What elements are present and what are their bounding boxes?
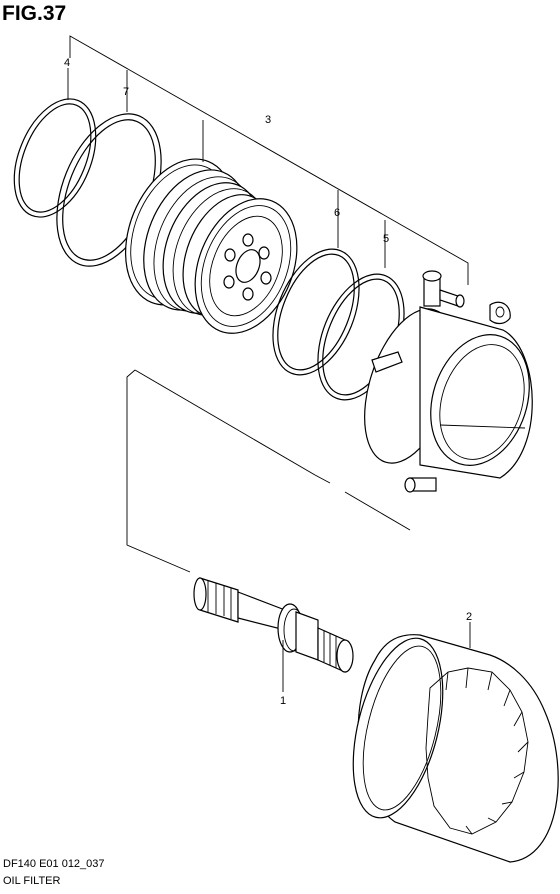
callout-1: 1 bbox=[280, 695, 286, 707]
part-1-union-bolt[interactable] bbox=[193, 577, 354, 673]
assembly-frame-upper bbox=[69, 35, 469, 285]
figure-name: OIL FILTER bbox=[3, 875, 61, 887]
callout-2: 2 bbox=[466, 611, 472, 623]
part-2-oil-filter[interactable] bbox=[337, 629, 559, 863]
assembly-frame-lower bbox=[126, 369, 526, 573]
part-4-o-ring[interactable] bbox=[0, 87, 112, 229]
callout-leaders bbox=[67, 68, 471, 692]
callout-3: 3 bbox=[265, 114, 271, 126]
callout-7: 7 bbox=[123, 86, 129, 98]
callout-4: 4 bbox=[64, 57, 70, 69]
callout-5: 5 bbox=[383, 233, 389, 245]
oil-filter-housing bbox=[364, 270, 533, 493]
part-6-o-ring[interactable] bbox=[256, 237, 376, 388]
part-3-oil-cooler[interactable] bbox=[105, 143, 316, 349]
callout-6: 6 bbox=[334, 207, 340, 219]
figure-title: FIG.37 bbox=[2, 2, 67, 25]
figure-code: DF140 E01 012_037 bbox=[3, 858, 105, 870]
